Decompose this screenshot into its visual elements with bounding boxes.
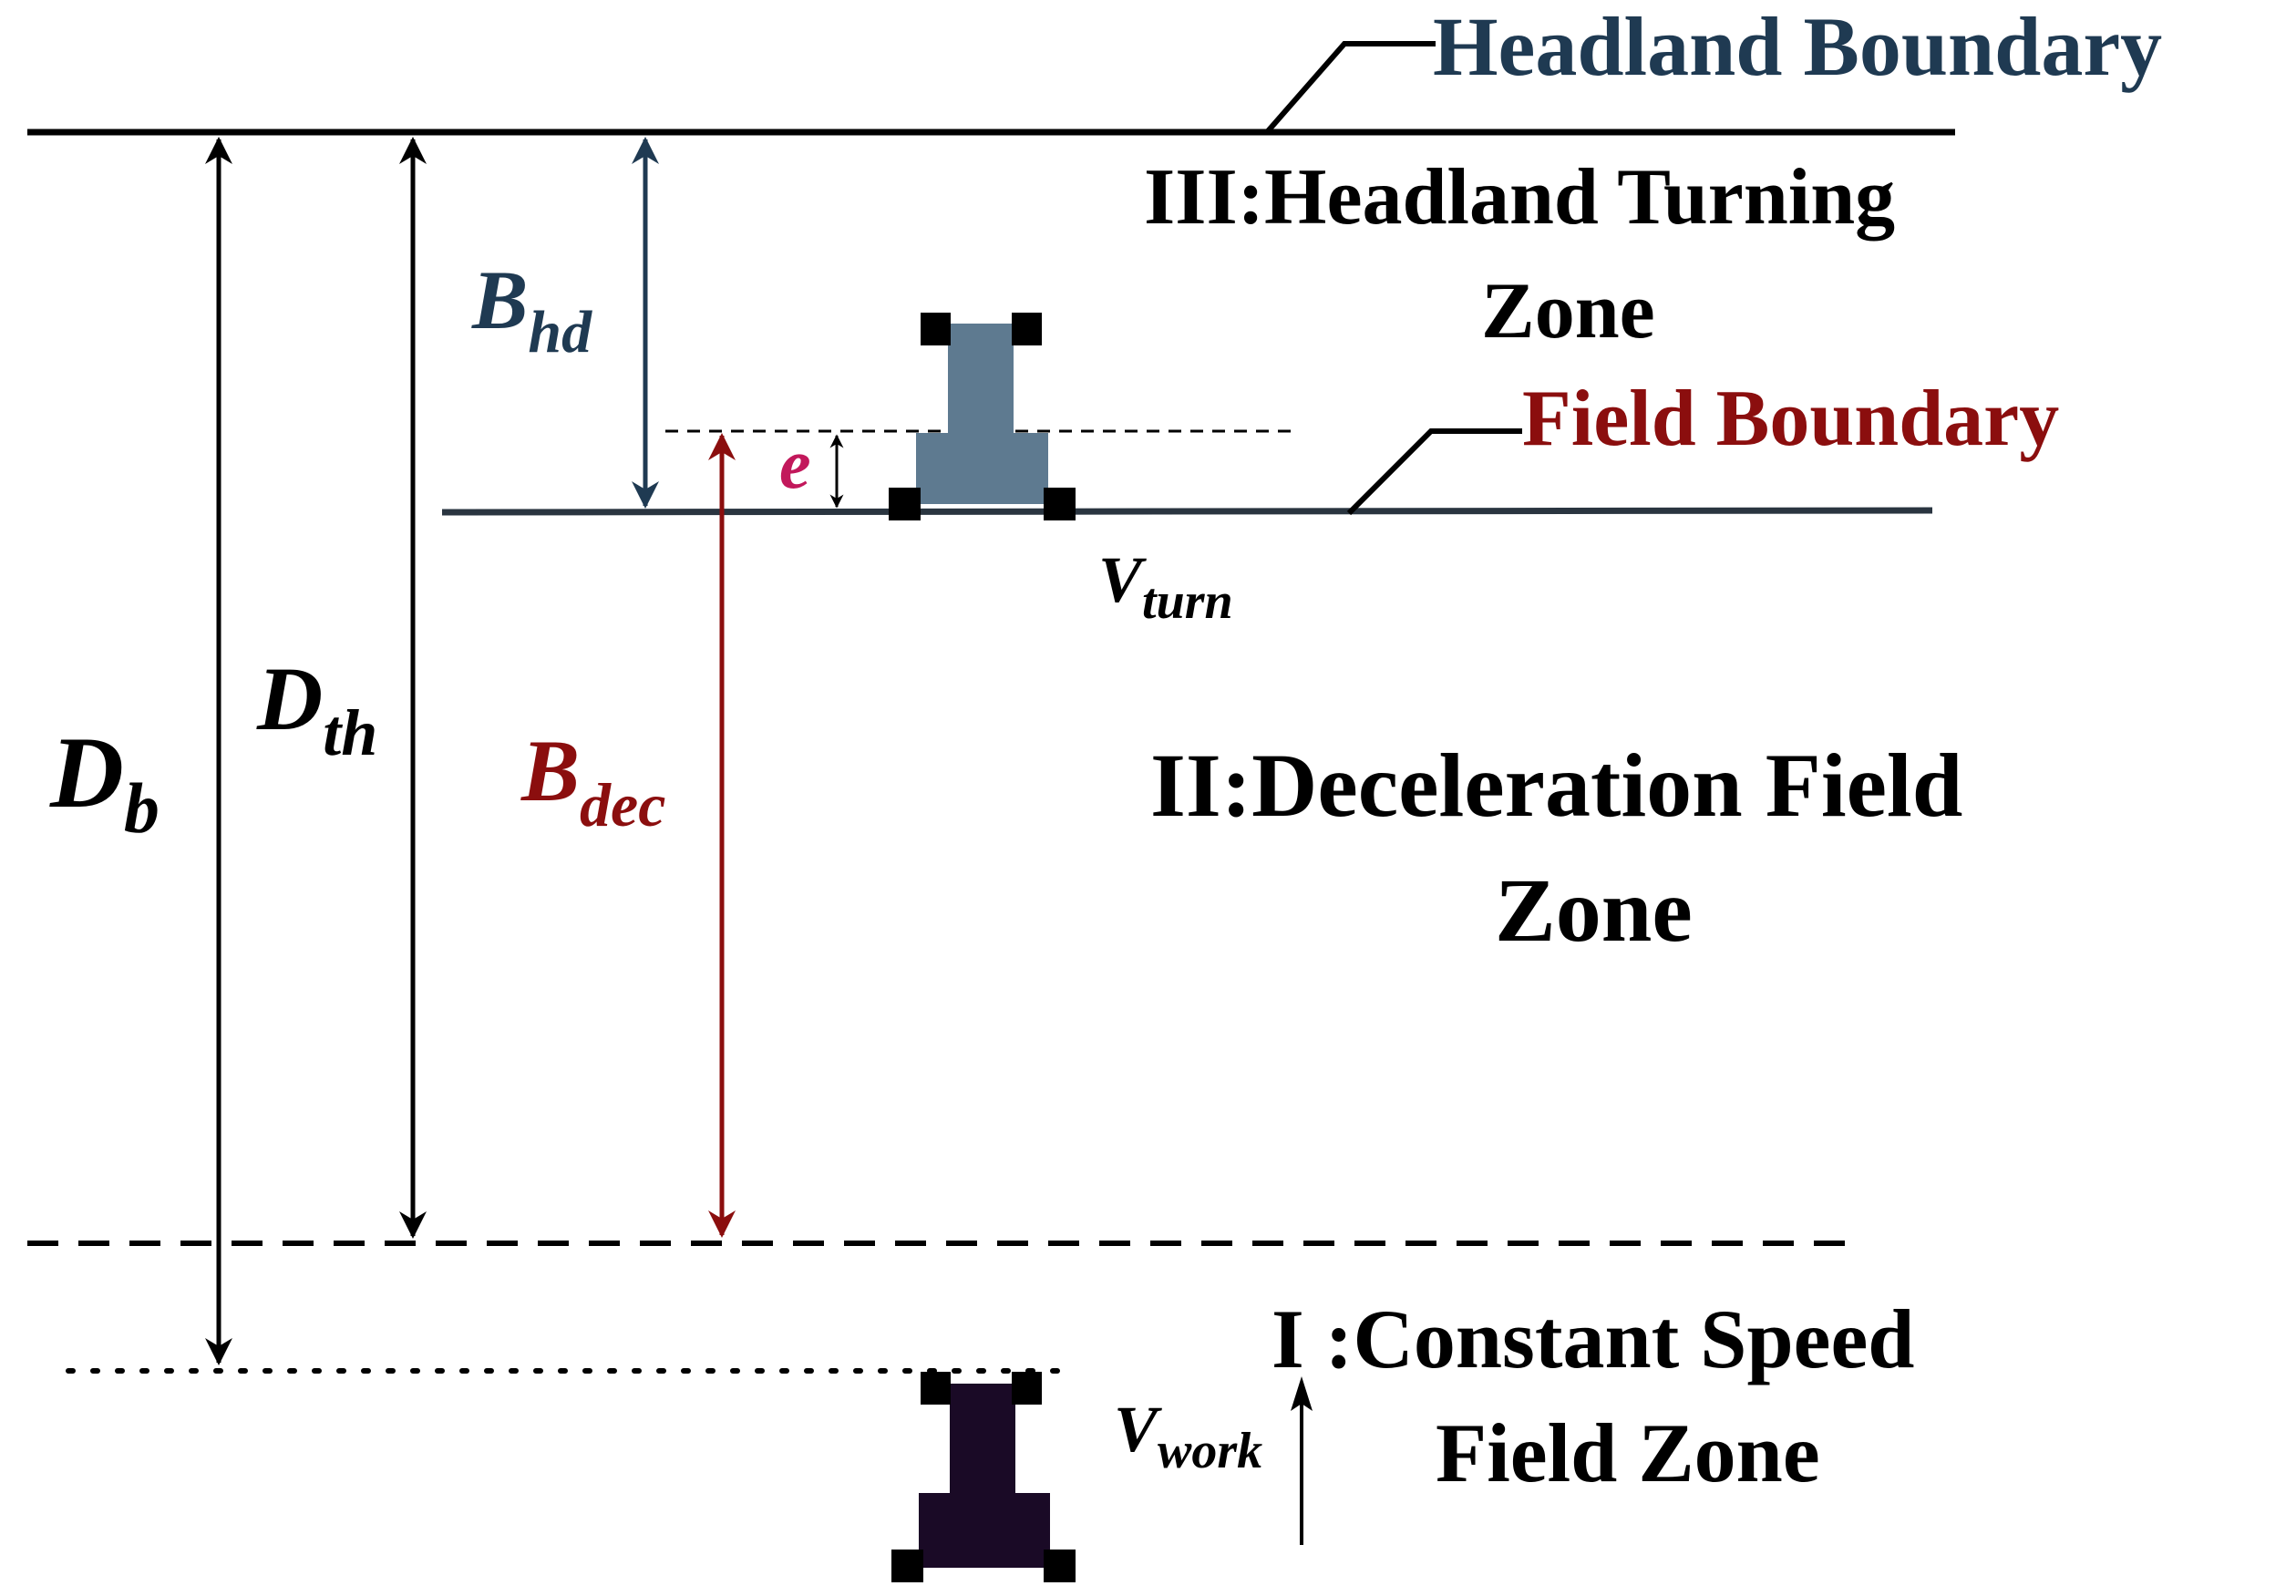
d-th-label: Dth xyxy=(256,648,377,769)
tractor-turn-icon xyxy=(889,313,1076,520)
zone1-label-line1: I :Constant Speed xyxy=(1272,1292,1914,1385)
v-work-label: Vwork xyxy=(1114,1393,1262,1479)
field-boundary-line xyxy=(441,507,1933,516)
zone1-label-line2: Field Zone xyxy=(1436,1406,1820,1499)
field-boundary-label: Field Boundary xyxy=(1522,375,2059,463)
v-turn-label: Vturn xyxy=(1098,543,1233,630)
b-hd-label: Bhd xyxy=(471,253,592,366)
zone3-label-line1: III:Headland Turning xyxy=(1144,153,1895,242)
up-arrow-icon xyxy=(1291,1376,1313,1545)
headland-boundary-label: Headland Boundary xyxy=(1433,0,2162,93)
zone2-label-line1: II:Deceleration Field xyxy=(1150,735,1962,836)
b-dec-label: Bdec xyxy=(520,722,665,839)
tractor-work-icon xyxy=(891,1372,1076,1582)
zone3-label-line2: Zone xyxy=(1481,267,1655,355)
e-label: e xyxy=(779,424,811,503)
field-boundary-leader xyxy=(1346,428,1522,516)
zone2-label-line2: Zone xyxy=(1495,860,1693,961)
d-b-label: Db xyxy=(49,716,160,848)
headland-boundary-leader xyxy=(1264,41,1436,134)
